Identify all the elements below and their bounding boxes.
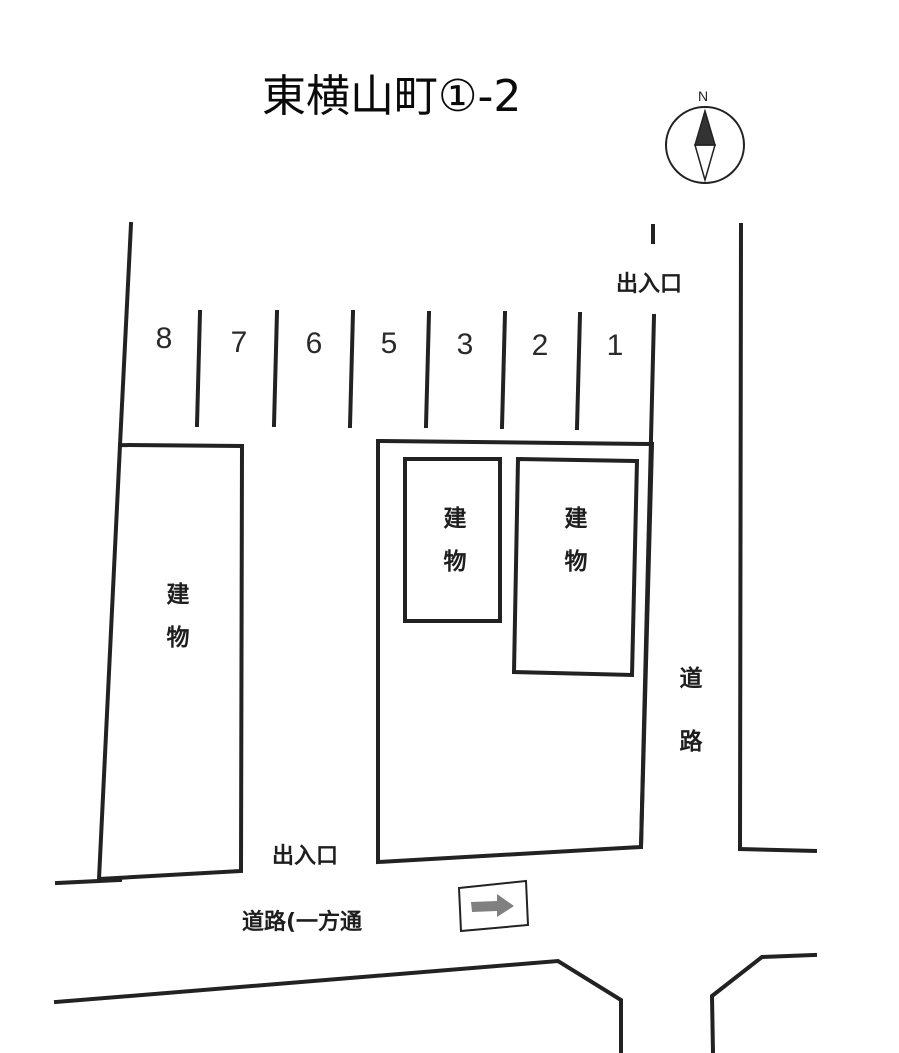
- parking-space-8: 8: [155, 322, 173, 355]
- parking-space-3: 3: [456, 328, 474, 361]
- south-road-bottom-edge: [53, 958, 623, 1053]
- compass-north-label: N: [698, 88, 709, 104]
- center-building-outline: [403, 457, 502, 623]
- south-road-top-edge: [54, 877, 123, 886]
- center-lot-outline: [375, 438, 655, 865]
- east-road-edge: [737, 222, 818, 854]
- parking-divider-6: [574, 311, 583, 431]
- parking-divider-4: [423, 310, 432, 429]
- left-building-outline: [96, 442, 245, 882]
- building-char-1: 建: [443, 506, 467, 532]
- north-arrow-compass-icon: [665, 106, 745, 184]
- road-char-2: 路: [679, 729, 703, 755]
- left-boundary-line: [117, 221, 134, 448]
- parking-space-1: 1: [606, 329, 624, 362]
- east-road-label: 道 路: [677, 668, 705, 754]
- building-char-2: 物: [564, 549, 588, 575]
- parking-divider-5: [499, 310, 508, 430]
- parking-divider-3: [347, 309, 356, 429]
- parking-space-2: 2: [531, 329, 549, 362]
- building-label-left: 建 物: [164, 584, 192, 650]
- building-label-center: 建 物: [441, 508, 469, 574]
- south-road-bottom-edge-right: [709, 952, 818, 1053]
- parking-space-5: 5: [380, 327, 398, 360]
- building-char-2: 物: [166, 625, 190, 651]
- parking-divider-1: [194, 309, 203, 428]
- right-arrow-icon: [471, 894, 514, 917]
- entrance-label-top: 出入口: [616, 272, 683, 297]
- entrance-label-bottom: 出入口: [272, 844, 339, 869]
- parking-space-7: 7: [230, 326, 248, 359]
- one-way-sign: [457, 879, 530, 933]
- building-char-1: 建: [166, 582, 190, 608]
- road-char-1: 道: [679, 666, 703, 692]
- parking-space-6: 6: [305, 327, 323, 360]
- south-road-label: 道路(一方通: [242, 910, 363, 935]
- building-char-1: 建: [564, 506, 588, 532]
- building-char-2: 物: [443, 549, 467, 575]
- parking-divider-2: [271, 309, 280, 428]
- page-title: 東横山町①-2: [262, 71, 522, 122]
- building-label-right: 建 物: [562, 508, 590, 574]
- right-building-outline: [511, 456, 640, 678]
